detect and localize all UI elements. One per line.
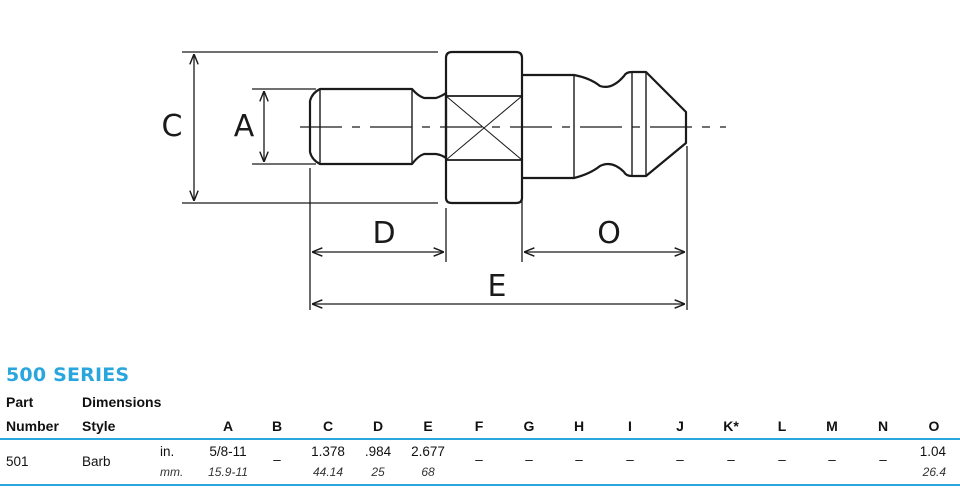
m-value: – [828, 452, 836, 467]
i-value: – [626, 452, 634, 467]
col-header-d: D [372, 418, 384, 434]
a-in: 5/8-11 [209, 444, 247, 459]
col-header-i: I [628, 418, 632, 434]
col-header-h: H [573, 418, 585, 434]
c-in: 1.378 [311, 444, 345, 459]
unit-mm: mm. [160, 465, 184, 479]
part-number: 501 [6, 454, 29, 469]
d-in: .984 [364, 444, 392, 459]
col-header-k: K* [723, 418, 739, 434]
col-header-o: O [928, 418, 940, 434]
label-a: A [234, 109, 255, 144]
g-value: – [525, 452, 533, 467]
k-value: – [727, 452, 735, 467]
unit-in: in. [160, 444, 175, 459]
barb-section [522, 70, 688, 180]
e-in: 2.677 [411, 444, 445, 459]
part-header: Part [6, 394, 34, 410]
c-mm: 44.14 [312, 465, 344, 479]
d-mm: 25 [371, 465, 385, 479]
footer-rule [0, 484, 960, 486]
label-c: C [162, 109, 183, 144]
e-mm: 68 [421, 465, 435, 479]
col-header-e: E [423, 418, 433, 434]
style-value: Barb [82, 454, 111, 469]
thread-section [308, 87, 448, 166]
label-d: D [372, 216, 395, 251]
col-header-m: M [826, 418, 838, 434]
f-value: – [475, 452, 483, 467]
style-header: Style [82, 418, 116, 434]
header-rule [0, 438, 960, 440]
a-mm: 15.9-11 [208, 465, 248, 479]
col-header-l: L [777, 418, 787, 434]
col-header-b: B [271, 418, 283, 434]
h-value: – [575, 452, 583, 467]
number-header: Number [6, 418, 59, 434]
dimensions-header: Dimensions [82, 394, 162, 410]
hex-body [444, 50, 524, 205]
label-e: E [488, 269, 507, 304]
barb-fitting-drawing: C A D O E [162, 50, 726, 310]
j-value: – [676, 452, 684, 467]
series-title: 500 SERIES [6, 364, 130, 386]
col-header-c: C [322, 418, 334, 434]
label-o: O [597, 216, 621, 251]
n-value: – [879, 452, 887, 467]
col-header-f: F [474, 418, 484, 434]
o-mm: 26.4 [922, 465, 946, 479]
col-header-j: J [676, 418, 684, 434]
col-header-a: A [222, 418, 234, 434]
o-in: 1.04 [919, 444, 946, 459]
b-value: – [273, 452, 281, 467]
col-header-n: N [877, 418, 889, 434]
l-value: – [778, 452, 786, 467]
col-header-g: G [523, 418, 535, 434]
